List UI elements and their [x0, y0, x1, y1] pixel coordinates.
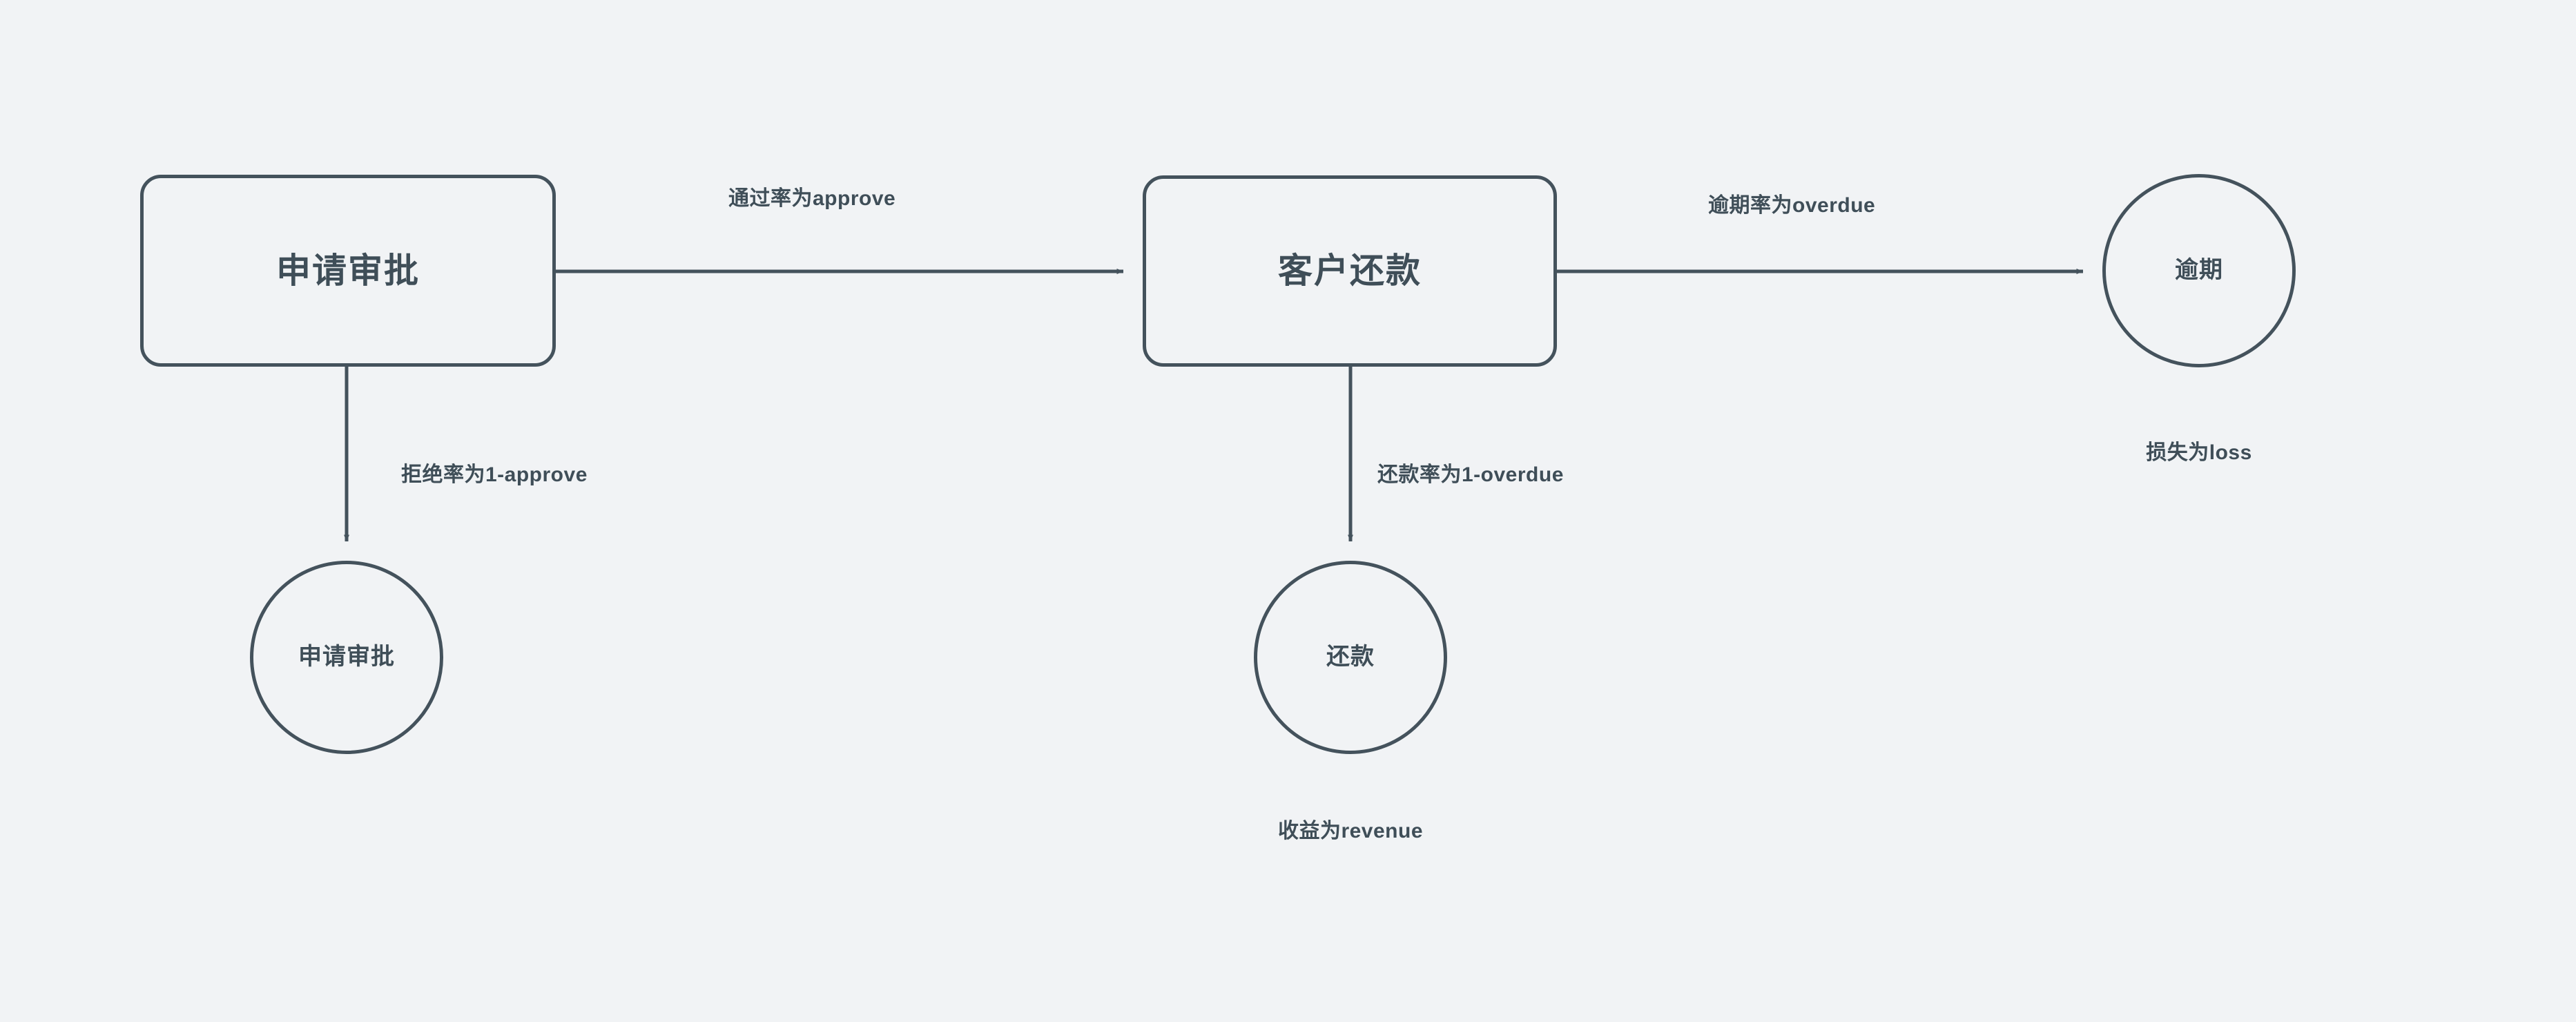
- node-repay-outcome[interactable]: 还款: [1254, 561, 1447, 754]
- node-label: 申请审批: [298, 644, 395, 671]
- node-label: 逾期: [2175, 257, 2223, 284]
- node-reject-outcome[interactable]: 申请审批: [250, 561, 443, 754]
- node-label: 申请审批: [276, 251, 420, 290]
- node-label: 客户还款: [1278, 251, 1422, 290]
- node-overdue-outcome[interactable]: 逾期: [2102, 174, 2296, 367]
- edge-label-approve: 通过率为approve: [728, 187, 896, 210]
- caption-overdue-loss: 损失为loss: [2146, 441, 2252, 464]
- caption-repay-revenue: 收益为revenue: [1277, 820, 1424, 842]
- edge-label-reject: 拒绝率为1-approve: [401, 463, 588, 486]
- node-customer-repayment[interactable]: 客户还款: [1143, 175, 1557, 367]
- edge-label-overdue: 逾期率为overdue: [1708, 194, 1876, 217]
- node-label: 还款: [1326, 644, 1375, 671]
- node-apply-approval[interactable]: 申请审批: [140, 175, 556, 367]
- edge-label-repay: 还款率为1-overdue: [1377, 463, 1564, 486]
